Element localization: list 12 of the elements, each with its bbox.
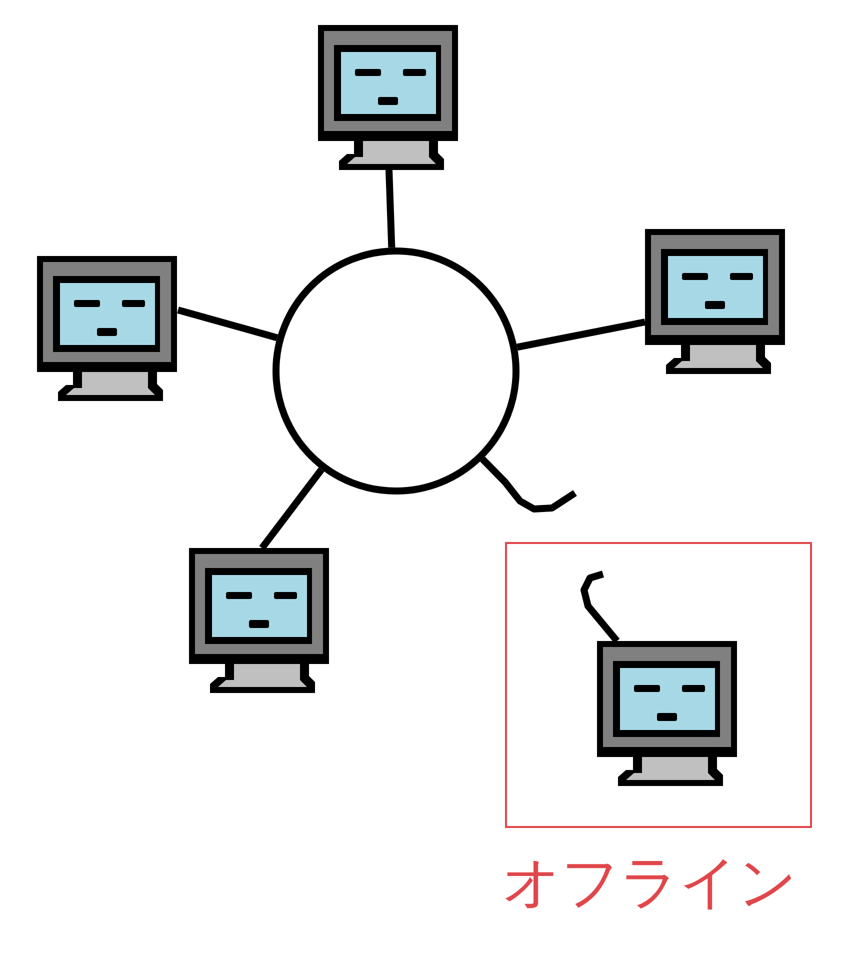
monitor-icon <box>645 229 785 374</box>
cable-line <box>177 306 278 342</box>
cable-line <box>516 318 646 351</box>
cable-line <box>480 456 577 512</box>
monitor-icon <box>318 25 458 170</box>
monitor-icon <box>37 256 177 401</box>
monitor-icon <box>189 548 329 693</box>
monitor-icon <box>597 641 737 786</box>
cable-line <box>259 467 324 550</box>
cable-line <box>386 170 396 248</box>
cable-line <box>580 570 620 644</box>
caption-text: オフライン <box>502 853 797 911</box>
